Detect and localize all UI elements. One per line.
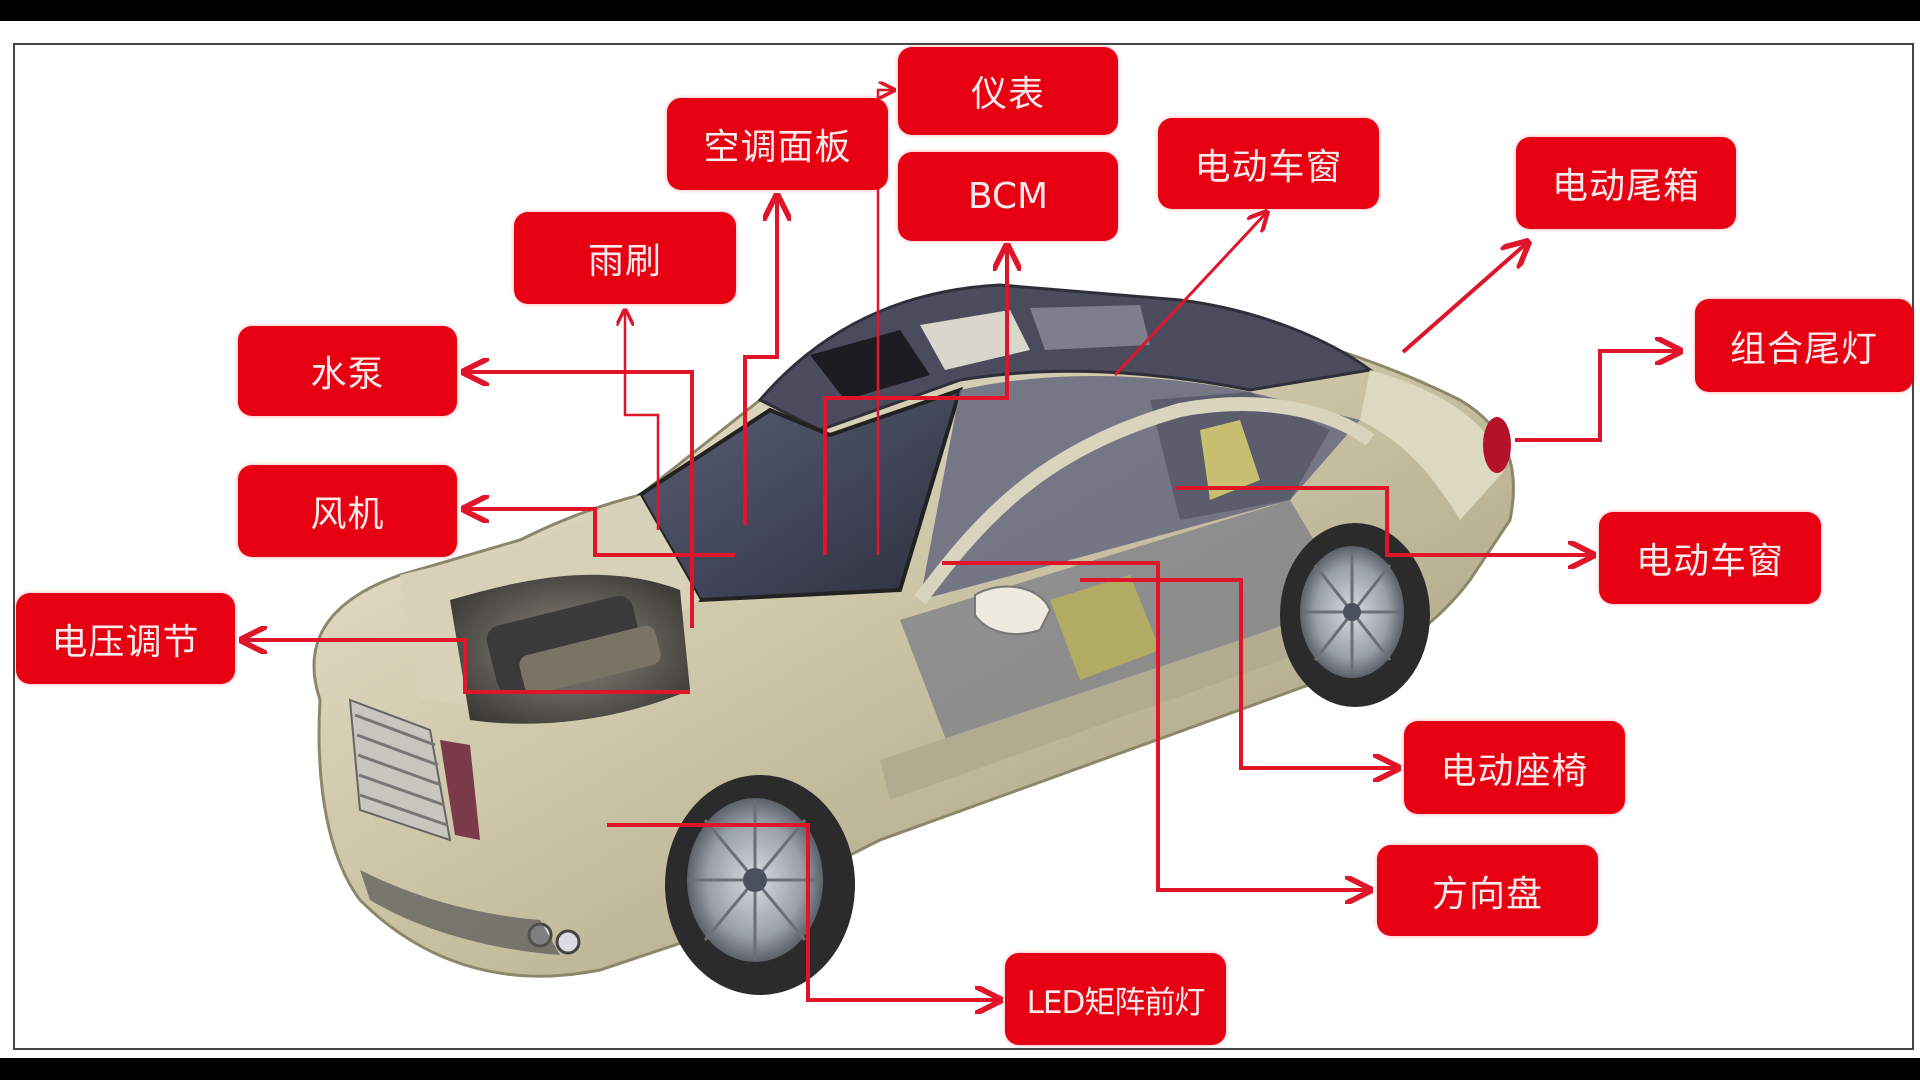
connector-power-window-top: [1113, 212, 1267, 377]
connector-led-headlight: [607, 823, 1000, 1000]
label-power-window-right[interactable]: 电动车窗: [1599, 512, 1821, 604]
label-water-pump[interactable]: 水泵: [238, 326, 457, 416]
label-steering-wheel[interactable]: 方向盘: [1377, 845, 1598, 936]
connector-lines: [242, 90, 1680, 1000]
label-power-seat[interactable]: 电动座椅: [1404, 721, 1625, 814]
connector-power-tailgate: [1401, 242, 1528, 354]
label-voltage-regulation[interactable]: 电压调节: [16, 593, 235, 684]
label-ac-panel[interactable]: 空调面板: [667, 98, 888, 190]
connector-water-pump: [464, 372, 694, 628]
label-led-matrix-headlight[interactable]: LED矩阵前灯: [1005, 953, 1226, 1045]
label-combination-taillight[interactable]: 组合尾灯: [1695, 299, 1913, 392]
car-body: [312, 283, 1515, 978]
label-wiper[interactable]: 雨刷: [514, 212, 736, 304]
connector-bcm: [823, 246, 1007, 555]
label-bcm[interactable]: BCM: [898, 152, 1118, 241]
rear-wheel: [1280, 523, 1430, 707]
top-letterbox-bar: [0, 0, 1920, 21]
label-power-tailgate[interactable]: 电动尾箱: [1516, 137, 1736, 229]
connector-voltage-regulation: [242, 640, 690, 694]
connector-combination-taillight: [1515, 351, 1680, 442]
connector-power-seat: [1080, 578, 1398, 768]
label-blower[interactable]: 风机: [238, 465, 457, 557]
label-instrument-cluster[interactable]: 仪表: [898, 47, 1118, 135]
label-power-window-top[interactable]: 电动车窗: [1158, 118, 1379, 209]
connector-ac-panel: [743, 196, 777, 525]
connector-power-window-right: [1175, 486, 1593, 555]
bottom-letterbox-bar: [0, 1058, 1920, 1080]
connector-steering-wheel: [942, 561, 1370, 890]
connector-blower: [464, 509, 735, 557]
front-wheel: [665, 775, 855, 995]
connector-wiper: [625, 310, 660, 530]
